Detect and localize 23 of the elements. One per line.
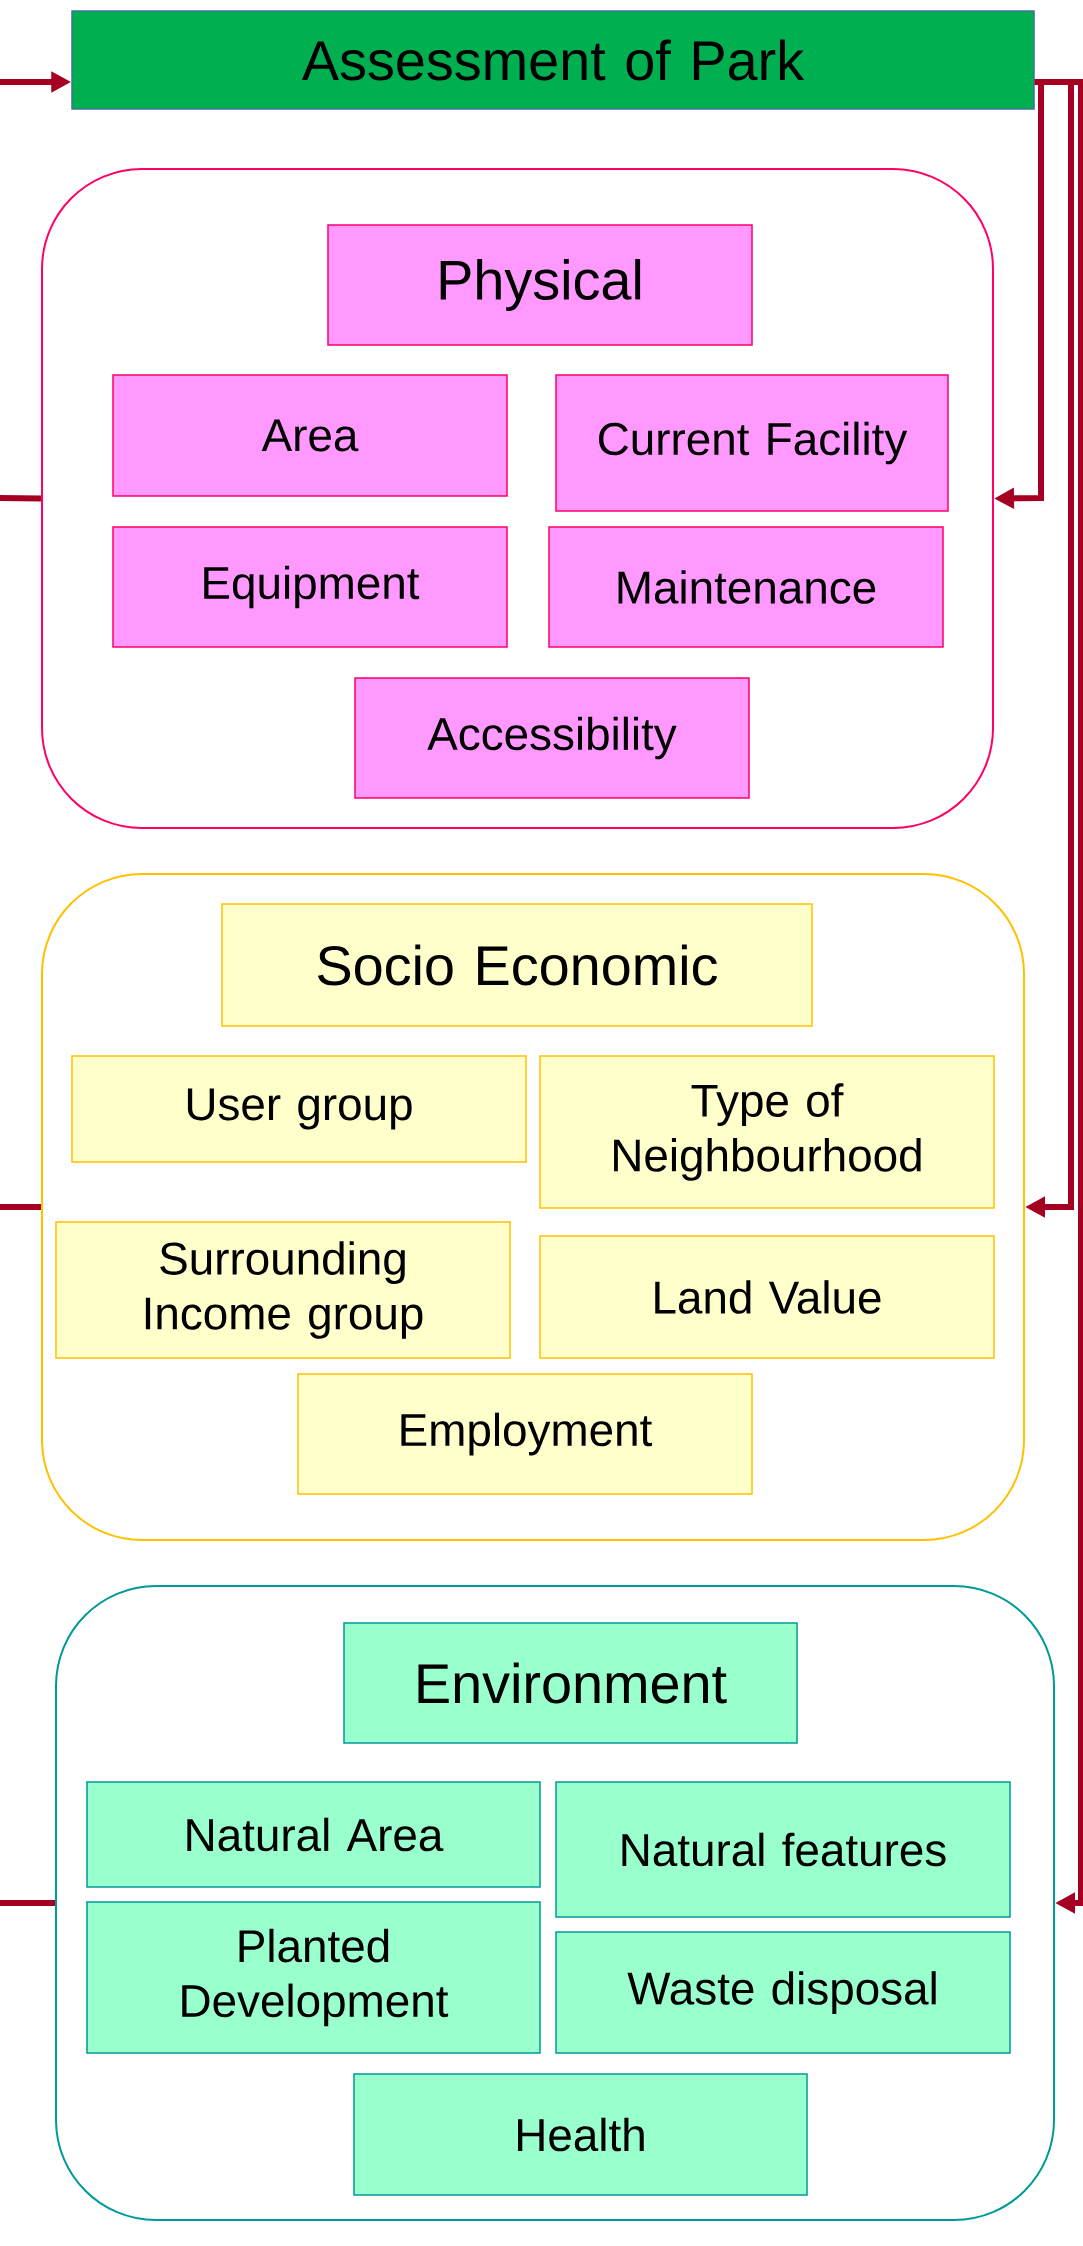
factor-box: Maintenance [548, 526, 944, 648]
title-box: Assessment of Park [71, 10, 1035, 110]
arrow [1034, 79, 1083, 1914]
factor-box: Land Value [539, 1235, 995, 1359]
connector-line [0, 1900, 55, 1906]
connector-line [0, 495, 42, 502]
factor-box: Natural Area [86, 1781, 541, 1888]
heading-box: Physical [327, 224, 753, 346]
factor-box: Planted Development [86, 1901, 541, 2054]
factor-box: Employment [297, 1373, 753, 1495]
factor-box: Area [112, 374, 508, 497]
factor-box: Health [353, 2073, 808, 2196]
factor-box: Accessibility [354, 677, 750, 799]
factor-box: Type of Neighbourhood [539, 1055, 995, 1209]
factor-box: Surrounding Income group [55, 1221, 511, 1359]
factor-box: Current Facility [555, 374, 949, 512]
factor-box: User group [71, 1055, 527, 1163]
factor-box: Equipment [112, 526, 508, 648]
connector-line [0, 1204, 41, 1210]
factor-box: Natural features [555, 1781, 1011, 1918]
heading-box: Environment [343, 1622, 798, 1744]
factor-box: Waste disposal [555, 1931, 1011, 2054]
heading-box: Socio Economic [221, 903, 813, 1027]
